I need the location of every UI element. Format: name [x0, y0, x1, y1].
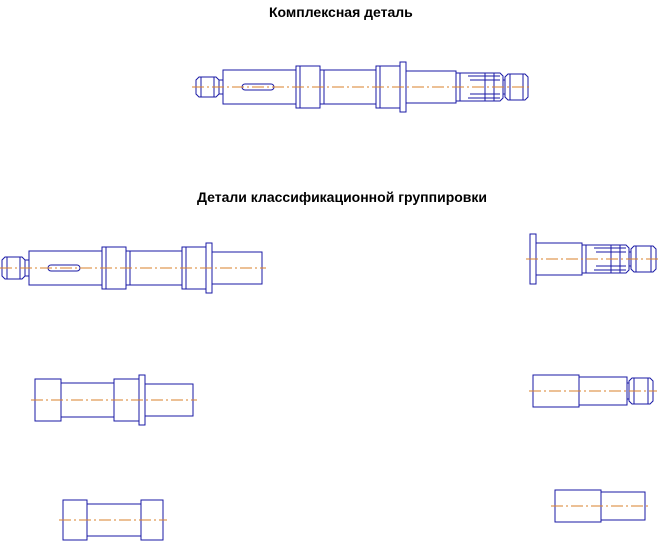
group-part-6-shaft [551, 489, 649, 523]
group-part-5-shaft [59, 499, 167, 541]
group-parts-title: Детали классификационной группировки [197, 189, 488, 205]
group-part-2-shaft [526, 233, 659, 285]
complex-part-title: Комплексная деталь [269, 4, 413, 20]
group-part-3-shaft [31, 374, 197, 426]
group-part-1-shaft [0, 242, 266, 294]
group-part-4-shaft [529, 374, 657, 408]
complex-shaft [192, 61, 532, 113]
